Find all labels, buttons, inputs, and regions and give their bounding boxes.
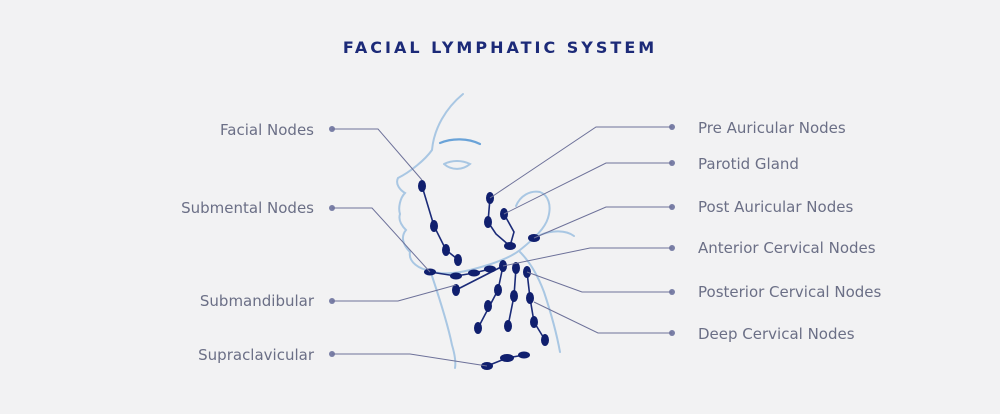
facial-node [442,244,450,256]
submental-node [468,269,480,277]
submandibular-node [452,284,460,296]
anterior-cervical-node [494,284,502,296]
label-post-auricular-nodes: Post Auricular Nodes [698,198,854,216]
label-supraclavicular: Supraclavicular [198,346,314,364]
anterior-cervical-node [512,262,520,274]
deep-cervical-node [504,320,512,332]
submental-node [484,265,496,273]
submental-node [450,272,462,280]
facial-node [454,254,462,266]
leader-facial [332,128,423,181]
leader-deep-cervical [533,301,672,334]
leader-anterior-cervical [502,247,672,267]
leader-submental [332,207,431,273]
leader-supraclavicular [332,353,488,367]
deep-cervical-node [530,316,538,328]
parotid-node [484,216,492,228]
supraclavicular-node [518,351,530,359]
deep-cervical-node [541,334,549,346]
facial-node [430,220,438,232]
lymph-nodes [418,180,549,370]
diagram-title: FACIAL LYMPHATIC SYSTEM [342,38,658,57]
leader-lines [329,124,675,367]
leader-submandibular [332,284,457,302]
label-deep-cervical-nodes: Deep Cervical Nodes [698,325,855,343]
parotid-node [504,242,516,250]
leader-posterior-cervical [526,271,672,293]
posterior-cervical-node [526,292,534,304]
label-pre-auricular-nodes: Pre Auricular Nodes [698,119,846,137]
supraclavicular-node [500,354,514,362]
anterior-cervical-node [474,322,482,334]
label-submandibular: Submandibular [199,292,314,310]
label-facial-nodes: Facial Nodes [220,121,314,139]
leader-parotid [503,162,672,215]
posterior-cervical-node [510,290,518,302]
head-outline [396,93,575,369]
label-parotid-gland: Parotid Gland [698,155,799,173]
anterior-cervical-node [484,300,492,312]
leader-pre-auricular [489,126,672,199]
leader-post-auricular [533,206,672,239]
label-anterior-cervical-nodes: Anterior Cervical Nodes [698,239,876,257]
label-posterior-cervical-nodes: Posterior Cervical Nodes [698,283,882,301]
label-submental-nodes: Submental Nodes [181,199,314,217]
facial-node [418,180,426,192]
